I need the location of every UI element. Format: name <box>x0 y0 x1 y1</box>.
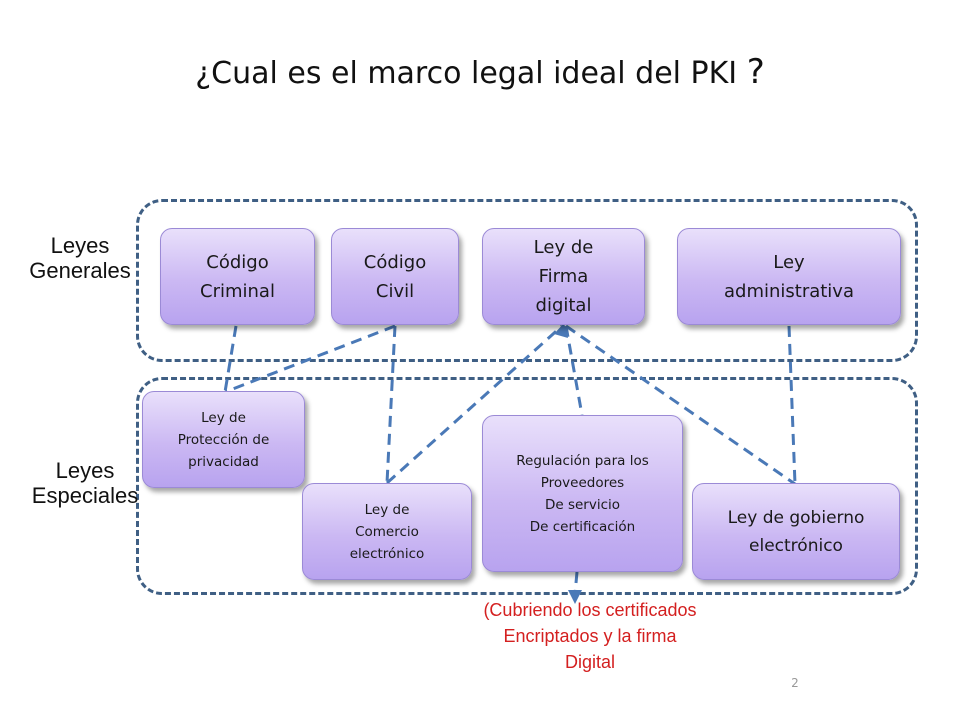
node-codigo-civil[interactable]: Código Civil <box>331 228 459 325</box>
node-ley-administrativa[interactable]: Ley administrativa <box>677 228 901 325</box>
node-ley-comercio-electronico[interactable]: Ley de Comercio electrónico <box>302 483 472 580</box>
special-laws-label: Leyes Especiales <box>31 458 139 508</box>
title-text: ¿Cual es el marco legal ideal del PKI <box>195 56 738 91</box>
connector-admin-government <box>787 325 797 485</box>
special-laws-group <box>136 377 918 595</box>
general-laws-label: Leyes Generales <box>29 233 131 283</box>
connector-firma-regulation <box>564 325 584 416</box>
slide-title: ¿Cual es el marco legal ideal del PKI ? <box>0 52 960 92</box>
page-number: 2 <box>791 676 799 690</box>
title-question-mark: ? <box>746 52 765 92</box>
node-codigo-criminal[interactable]: Código Criminal <box>160 228 315 325</box>
certificates-note: (Cubriendo los certificados Encriptados … <box>483 600 697 672</box>
node-ley-proteccion-privacidad[interactable]: Ley de Protección de privacidad <box>142 391 305 488</box>
connector-civil-privacy <box>224 324 396 394</box>
node-ley-firma-digital[interactable]: Ley de Firma digital <box>482 228 645 325</box>
node-regulacion-proveedores[interactable]: Regulación para los Proveedores De servi… <box>482 415 683 572</box>
connector-commerce-firma <box>385 324 564 485</box>
connector-firma-government <box>565 324 796 486</box>
connector-civil-commerce <box>385 325 397 484</box>
arrowhead-note <box>568 590 582 604</box>
arrowhead-firma <box>554 323 568 338</box>
general-laws-group <box>136 199 918 362</box>
node-ley-gobierno-electronico[interactable]: Ley de gobierno electrónico <box>692 483 900 580</box>
connector-criminal-privacy <box>223 325 238 393</box>
